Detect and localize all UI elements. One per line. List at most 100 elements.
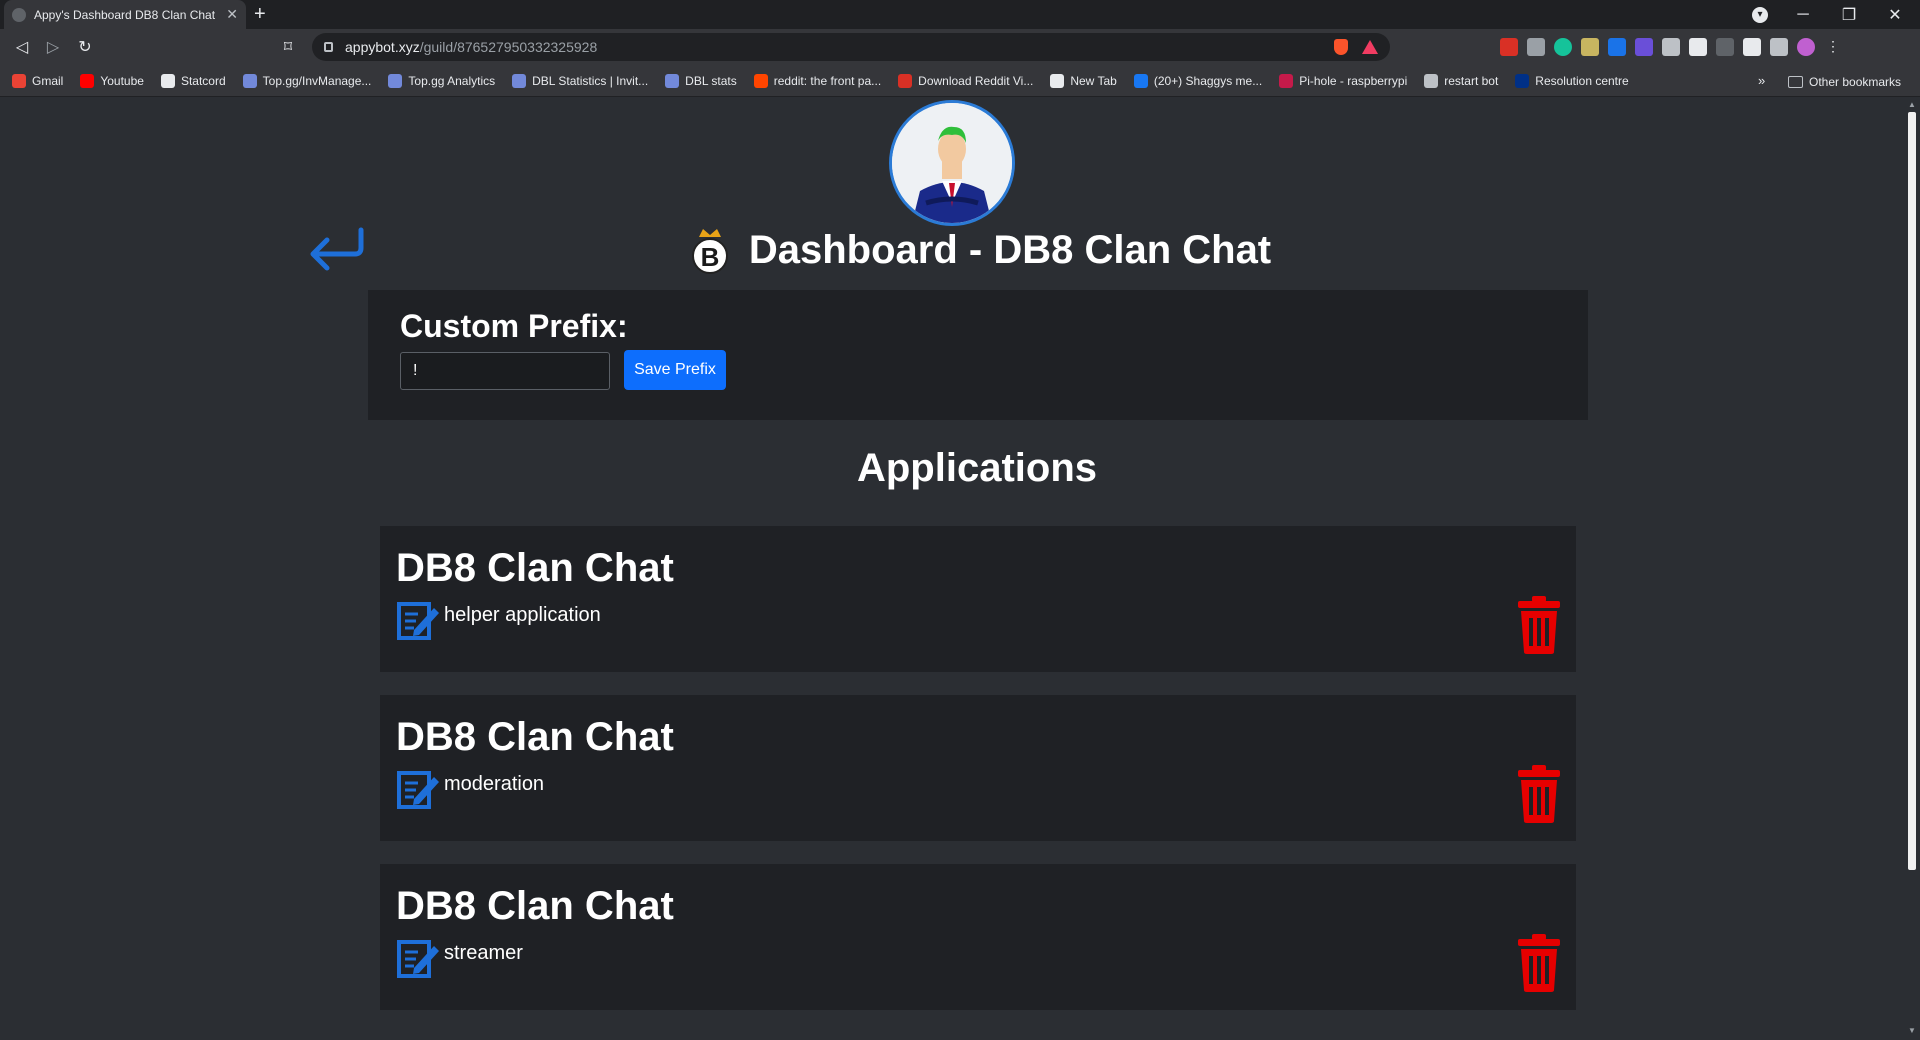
- bookmark-favicon-icon: [80, 74, 95, 88]
- scrollbar[interactable]: ▲ ▼: [1904, 98, 1920, 1040]
- extension-icon[interactable]: [1527, 38, 1545, 56]
- bookmark-favicon-icon: [1279, 74, 1294, 88]
- url-path: /guild/876527950332325928: [419, 39, 598, 55]
- extension-icon[interactable]: [1500, 38, 1518, 56]
- bookmark-item[interactable]: New Tab: [1050, 74, 1117, 88]
- brave-rewards-icon[interactable]: [1362, 40, 1378, 54]
- bookmark-item[interactable]: Download Reddit Vi...: [898, 74, 1033, 88]
- active-tab[interactable]: Appy's Dashboard DB8 Clan Chat ✕: [4, 0, 246, 29]
- application-card: DB8 Clan Chat streamer: [380, 864, 1576, 1010]
- url-host: appybot.xyz: [345, 39, 420, 55]
- application-type[interactable]: streamer: [444, 942, 523, 964]
- bookmark-label: Pi-hole - raspberrypi: [1299, 74, 1408, 88]
- tab-title: Appy's Dashboard DB8 Clan Chat: [34, 7, 216, 22]
- application-type[interactable]: helper application: [444, 604, 601, 626]
- scroll-up-icon[interactable]: ▲: [1908, 100, 1916, 109]
- trash-icon[interactable]: [1518, 765, 1560, 823]
- bookmark-item[interactable]: Top.gg/InvManage...: [242, 74, 372, 88]
- bookmark-label: Top.gg/InvManage...: [262, 74, 372, 88]
- extension-icon[interactable]: [1662, 38, 1680, 56]
- back-icon[interactable]: ◁: [15, 39, 29, 56]
- tab-search-button[interactable]: ▾: [1750, 0, 1770, 29]
- application-type[interactable]: moderation: [444, 773, 545, 795]
- extension-icon[interactable]: [1608, 38, 1626, 56]
- bookmark-item[interactable]: Resolution centre: [1515, 74, 1629, 88]
- bookmark-item[interactable]: Pi-hole - raspberrypi: [1279, 74, 1407, 88]
- brave-shields-icon[interactable]: [1334, 39, 1348, 55]
- extensions-puzzle-icon[interactable]: [1743, 38, 1761, 56]
- bookmark-favicon-icon: [242, 74, 257, 88]
- bookmark-label: restart bot: [1444, 74, 1499, 88]
- extension-icon[interactable]: [1635, 38, 1653, 56]
- bookmark-item[interactable]: (20+) Shaggys me...: [1133, 74, 1262, 88]
- reading-list-icon[interactable]: [1770, 38, 1788, 56]
- application-name: DB8 Clan Chat: [396, 715, 674, 759]
- folder-icon: [1788, 75, 1803, 88]
- bookmark-label: Download Reddit Vi...: [918, 74, 1034, 88]
- bookmark-label: DBL Statistics | Invit...: [532, 74, 649, 88]
- other-bookmarks[interactable]: Other bookmarks: [1788, 66, 1901, 97]
- bookmark-icon[interactable]: ⌑: [283, 39, 293, 56]
- extension-icon[interactable]: [1581, 38, 1599, 56]
- restore-button[interactable]: ❐: [1841, 6, 1857, 24]
- bookmark-favicon-icon: [388, 74, 403, 88]
- tab-close-icon[interactable]: ✕: [226, 6, 238, 22]
- edit-icon[interactable]: [396, 598, 440, 642]
- bookmarks-bar: Gmail Youtube Statcord Top.gg/InvManage... T…: [0, 66, 1920, 97]
- close-window-button[interactable]: ✕: [1888, 6, 1902, 24]
- forward-icon[interactable]: ▷: [46, 39, 60, 56]
- extensions-area: ⋮: [1500, 38, 1842, 56]
- save-prefix-button[interactable]: Save Prefix: [624, 350, 726, 390]
- profile-avatar[interactable]: [1797, 38, 1815, 56]
- lock-icon: [324, 42, 333, 52]
- prefix-card: Custom Prefix: Save Prefix: [368, 290, 1588, 420]
- edit-icon[interactable]: [396, 936, 440, 980]
- bookmark-label: Youtube: [100, 74, 144, 88]
- bookmark-label: Gmail: [32, 74, 64, 88]
- bookmarks-overflow-button[interactable]: »: [1758, 73, 1766, 88]
- edit-icon[interactable]: [396, 767, 440, 811]
- application-card: DB8 Clan Chat moderation: [380, 695, 1576, 841]
- bookmark-item[interactable]: Gmail: [12, 74, 63, 88]
- minimize-button[interactable]: ─: [1797, 5, 1809, 23]
- trash-icon[interactable]: [1518, 596, 1560, 654]
- bookmark-favicon-icon: [12, 74, 26, 88]
- bookmark-label: Top.gg Analytics: [408, 74, 496, 88]
- page-content: B Dashboard - DB8 Clan Chat Custom Prefi…: [0, 98, 1904, 1040]
- back-arrow-icon[interactable]: [305, 226, 367, 278]
- browser-toolbar: ◁ ▷ ↻ ⌑ appybot.xyz/guild/87652795033232…: [0, 29, 1920, 66]
- scroll-down-icon[interactable]: ▼: [1908, 1026, 1916, 1035]
- extension-icon[interactable]: [1689, 38, 1707, 56]
- scrollbar-thumb[interactable]: [1908, 112, 1916, 870]
- bookmark-item[interactable]: reddit: the front pa...: [753, 74, 882, 88]
- bookmark-item[interactable]: Youtube: [80, 74, 144, 88]
- bookmark-item[interactable]: DBL Statistics | Invit...: [512, 74, 648, 88]
- tab-favicon-icon: [12, 7, 26, 22]
- reload-icon[interactable]: ↻: [78, 39, 92, 56]
- chevron-down-icon: ▾: [1752, 6, 1768, 23]
- bookmark-item[interactable]: DBL stats: [665, 74, 737, 88]
- extension-icon[interactable]: [1716, 38, 1734, 56]
- grammarly-icon[interactable]: [1554, 38, 1572, 56]
- application-name: DB8 Clan Chat: [396, 884, 674, 928]
- header: B Dashboard - DB8 Clan Chat: [0, 220, 1904, 280]
- application-name: DB8 Clan Chat: [396, 546, 674, 590]
- new-tab-button[interactable]: +: [254, 3, 266, 25]
- prefix-label: Custom Prefix:: [400, 308, 628, 344]
- bookmark-item[interactable]: Top.gg Analytics: [388, 74, 495, 88]
- svg-text:B: B: [700, 242, 719, 272]
- bot-avatar: [889, 100, 1015, 226]
- other-bookmarks-label: Other bookmarks: [1809, 74, 1902, 89]
- prefix-input[interactable]: [400, 352, 610, 390]
- address-bar[interactable]: appybot.xyz/guild/876527950332325928: [312, 33, 1390, 61]
- menu-icon[interactable]: ⋮: [1826, 38, 1840, 54]
- bookmark-item[interactable]: Statcord: [160, 74, 226, 88]
- applications-title: Applications: [856, 446, 1098, 490]
- bookmark-favicon-icon: [1424, 74, 1439, 88]
- bookmark-favicon-icon: [1515, 74, 1530, 88]
- application-card: DB8 Clan Chat helper application: [380, 526, 1576, 672]
- trash-icon[interactable]: [1518, 934, 1560, 992]
- page-title: Dashboard - DB8 Clan Chat: [748, 227, 1272, 272]
- bookmark-label: reddit: the front pa...: [773, 74, 882, 88]
- bookmark-item[interactable]: restart bot: [1424, 74, 1498, 88]
